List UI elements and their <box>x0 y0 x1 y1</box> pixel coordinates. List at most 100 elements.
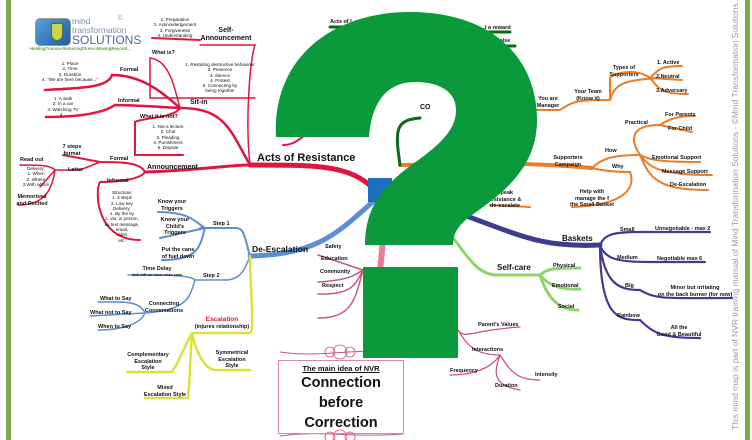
escalation-branches <box>125 254 254 400</box>
branch-resistance <box>247 162 378 193</box>
node-rainbow: Rainbow <box>617 313 640 319</box>
branch-announcement <box>143 163 252 174</box>
node-intensity: Intensity <box>535 372 558 378</box>
branch-informal-ann <box>96 171 146 241</box>
node-interactions: Interactions <box>472 347 504 353</box>
node-social: Social <box>558 304 575 310</box>
node-parents-values: Parent's Values <box>478 322 519 328</box>
node-announcement: Announcement <box>147 164 198 171</box>
node-small: Small <box>620 227 635 233</box>
node-letter: Letter <box>68 167 84 173</box>
node-self-care: Self-care <box>497 263 531 272</box>
node-small-note: Unnegotiable - max 2 <box>655 226 711 232</box>
node-for-parents: For Parents <box>665 112 696 118</box>
ornament <box>324 344 356 440</box>
node-community: Community <box>320 269 351 275</box>
node-emotional: Emotional <box>552 283 579 289</box>
question-mark-hook <box>275 12 538 245</box>
branch-speak <box>489 204 531 208</box>
node-ann-formal: Formal <box>110 156 129 162</box>
node-what-not-to-say: What not to Say <box>90 310 132 316</box>
logo-line-1: mind <box>72 16 91 26</box>
node-respect: Respect <box>322 283 344 289</box>
node-self-announcement: Self-Announcement <box>200 27 252 42</box>
node-neutral: 2.Neutral <box>656 74 680 80</box>
node-step-1: Step 1 <box>213 221 230 227</box>
node-what-is: What is? <box>152 50 175 56</box>
question-mark-dot <box>363 267 458 358</box>
branch-basket-items <box>598 230 734 340</box>
branch-informal <box>44 103 182 119</box>
node-medium-note: Negotiable max 6 <box>657 256 703 262</box>
left-border-bar <box>6 0 11 440</box>
node-reward: ...t a reward <box>480 25 511 31</box>
node-informal: Informal <box>118 98 140 104</box>
node-message-support: Message Support <box>662 169 708 175</box>
node-emotional-support: Emotional Support <box>652 155 702 161</box>
branch-step1 <box>157 211 251 261</box>
main-idea-line-1: Connection <box>301 375 381 391</box>
logo-copyright: © <box>118 16 123 22</box>
node-big: Big <box>625 283 634 289</box>
node-praise: ...aise <box>495 38 511 44</box>
main-idea-line-2: before <box>318 395 364 411</box>
node-your-team: Your Team(Know it) <box>574 89 602 102</box>
node-what-not: What it is not? <box>140 114 178 120</box>
main-idea-subtitle: The main idea of NVR <box>302 364 380 373</box>
node-why: Why <box>612 164 624 170</box>
branch-why <box>571 167 633 208</box>
node-physical: Physical <box>553 263 576 269</box>
node-acts-of-resistance: Acts of Resistance <box>257 152 356 164</box>
node-step-2: Step 2 <box>203 273 220 279</box>
branch-interactions <box>449 326 541 391</box>
node-active: 1. Active <box>657 60 680 66</box>
branch-formal <box>43 73 182 110</box>
branch-manager <box>519 65 689 111</box>
node-for-child: For Child <box>668 126 693 132</box>
main-idea-box: The main idea of NVR Connection before C… <box>278 360 404 434</box>
branch-what-is <box>149 57 256 109</box>
branch-how <box>591 115 713 191</box>
branch-care-items <box>317 254 364 319</box>
node-formal: Formal <box>120 67 139 73</box>
node-escalation: Escalation(injures relationship) <box>194 316 250 330</box>
node-center-co: CO <box>420 104 431 111</box>
logo-tagline: HealingTrauma-ReducingStress-MovingBeyon… <box>30 46 131 51</box>
logo-text: mind transformation SOLUTIONS <box>72 17 141 46</box>
node-what-to-say: What to Say <box>100 296 132 302</box>
node-frequency: Frequency <box>450 368 478 374</box>
logo-line-3: SOLUTIONS <box>72 33 142 47</box>
node-baskets: Baskets <box>562 234 593 243</box>
node-medium: Medium <box>617 255 638 261</box>
basket-branches <box>447 207 734 340</box>
branch-escalation <box>125 254 254 400</box>
node-ann-informal: Informal <box>107 178 129 184</box>
node-education: Education <box>321 256 348 262</box>
node-practical: Practical <box>625 120 648 126</box>
node-how: How <box>605 148 617 154</box>
node-acts-of: Acts of I <box>330 19 352 25</box>
branch-deescalation <box>247 197 378 259</box>
branch-sit-in <box>178 106 252 167</box>
